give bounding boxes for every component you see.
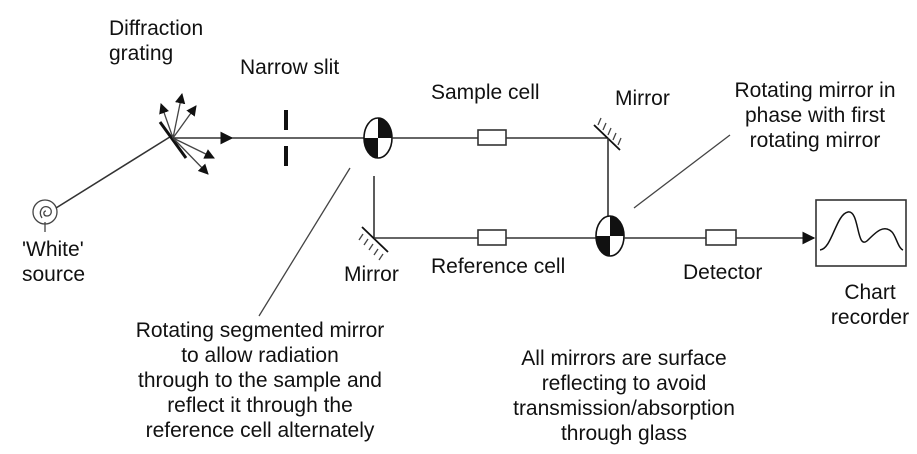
rotating-mirror-1-leader: [258, 167, 351, 317]
white-source-label: 'White' source: [22, 238, 86, 286]
mirror-top-icon: [593, 117, 622, 151]
diffraction-grating-label: Diffraction grating: [109, 17, 204, 65]
detector-label: Detector: [683, 261, 763, 284]
rotating-mirror-2-leader: [633, 134, 731, 209]
chart-recorder-label: Chart recorder: [830, 281, 910, 329]
mirrors-note-label: All mirrors are surface reflecting to av…: [513, 347, 735, 445]
detector-icon: [705, 229, 737, 246]
rotating-mirror-2-icon: [595, 215, 625, 257]
sample-cell-label: Sample cell: [431, 81, 540, 104]
chart-recorder-icon: [815, 199, 907, 267]
rotating-mirror-2-label: Rotating mirror in phase with first rota…: [734, 79, 896, 152]
narrow-slit-label: Narrow slit: [240, 56, 340, 79]
white-source-icon: [32, 199, 58, 232]
mirror-top-label: Mirror: [615, 87, 670, 110]
rotating-mirror-1-label: Rotating segmented mirror to allow radia…: [135, 319, 385, 442]
mirror-bottom-icon: [358, 226, 389, 261]
diffraction-grating-icon: [158, 92, 215, 175]
reference-cell-icon: [477, 229, 507, 246]
rotating-mirror-1-icon: [363, 117, 393, 159]
reference-cell-label: Reference cell: [431, 255, 566, 278]
sample-cell-icon: [477, 129, 507, 146]
mirror-bottom-label: Mirror: [344, 263, 399, 286]
source-beam: [55, 134, 174, 209]
